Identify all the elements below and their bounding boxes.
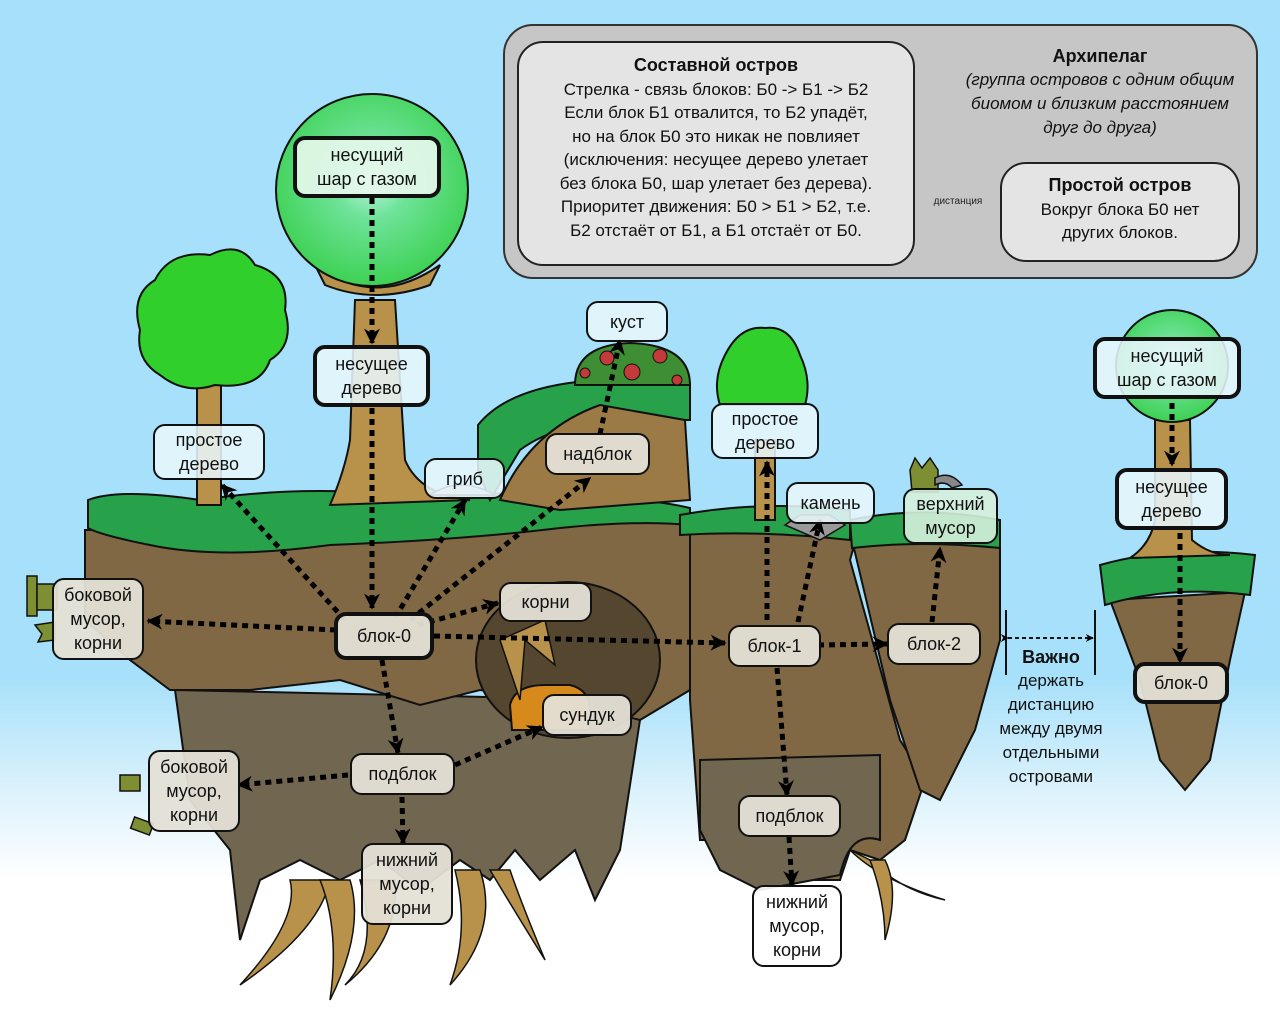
arrow-block1-to-block2: [817, 636, 889, 653]
side-debris-bottom-shape: [119, 774, 155, 837]
arrow-subblock-to-bottom-debris: [394, 796, 411, 845]
label-side-debris-top: боковой мусор, корни: [52, 578, 144, 660]
label-side-debris-bottom: боковой мусор, корни: [148, 750, 240, 832]
label-mushroom: гриб: [424, 458, 505, 499]
arrow-block2-to-top-debris: [929, 546, 947, 623]
arrow-block0-to-block1: [433, 633, 727, 651]
arrow-block0-to-mushroom: [392, 498, 468, 620]
label-gas-balloon: несущий шар с газом: [293, 136, 441, 198]
simple-tree-foliage: [136, 248, 289, 390]
archipelago-description: (группа островов с одним общим биомом и …: [965, 70, 1235, 137]
hanging-roots: [239, 869, 546, 1001]
compound-island-title: Составной остров: [633, 55, 799, 75]
label-chest: сундук: [542, 694, 632, 736]
important-text: держать дистанцию между двумя отдельными…: [999, 671, 1103, 786]
arrow-block0-to-subblock: [379, 659, 404, 755]
compound-island-line: без блока Б0, шар улетает без дерева).: [559, 173, 873, 193]
label-roots: корни: [499, 582, 592, 622]
label-block-2: блок-2: [887, 623, 981, 665]
arrow-subblock2-to-bottom-debris2: [783, 836, 800, 887]
arrow-subblock-to-chest: [453, 724, 544, 768]
deep-soil: [173, 688, 642, 941]
label-sub-block-2: подблок: [738, 795, 841, 837]
archipelago-title: Архипелаг: [1052, 46, 1148, 66]
compound-island-line: Если блок Б1 отвалится, то Б2 упадёт,: [564, 103, 868, 122]
legend-archipelago: Архипелаг (группа островов с одним общим…: [960, 44, 1240, 140]
legend-compound-island: Составной остров Стрелка - связь блоков:…: [517, 41, 915, 266]
legend-simple-island: Простой остров Вокруг блока Б0 нет други…: [1000, 162, 1240, 262]
compound-island-line: Б2 отстаёт от Б1, а Б1 отстаёт от Б0.: [570, 220, 862, 240]
label-bottom-debris-2: нижний мусор, корни: [752, 885, 842, 967]
simple-island-line: других блоков.: [1062, 223, 1178, 242]
compound-island-line: но на блок Б0 это никак не повлияет: [572, 126, 860, 146]
compound-island-line: Стрелка - связь блоков: Б0 -> Б1 -> Б2: [563, 79, 869, 99]
label-block-1: блок-1: [728, 625, 821, 667]
distance-marker-important: [1000, 610, 1096, 675]
arrow-subblock-to-side-debris: [236, 772, 349, 792]
label-simple-block-0: блок-0: [1133, 662, 1229, 704]
simple-island-line: Вокруг блока Б0 нет: [1040, 199, 1200, 219]
label-simple-tree-2: простое дерево: [711, 403, 819, 459]
link-arrows: [146, 198, 1188, 887]
important-note: Важно держать дистанцию между двумя отде…: [983, 645, 1119, 789]
label-stone: камень: [786, 482, 875, 524]
compound-island-line: (исключения: несущее дерево улетает: [563, 150, 869, 169]
label-bush: куст: [586, 301, 668, 342]
simple-island-title: Простой остров: [1048, 175, 1192, 195]
label-simple-tree: простое дерево: [153, 424, 265, 480]
arrow-block0-to-simple-tree: [220, 483, 347, 622]
label-bottom-debris: нижний мусор, корни: [361, 843, 453, 925]
compound-island-line: Приоритет движения: Б0 > Б1 > Б2, т.е.: [560, 197, 872, 216]
label-block-0: блок-0: [334, 612, 434, 660]
top-debris-shape: [909, 456, 939, 493]
arrow-upper-block-to-bush: [597, 338, 625, 435]
label-top-debris: верхний мусор: [903, 488, 998, 544]
label-upper-block: надблок: [545, 433, 650, 475]
arrow-block0-to-side-debris: [146, 613, 337, 633]
label-carrier-tree: несущее дерево: [313, 345, 430, 407]
label-sub-block: подблок: [350, 753, 455, 795]
arrow-block0-to-upper-block: [408, 476, 592, 622]
distance-label: дистанция: [933, 196, 983, 207]
important-title: Важно: [1022, 647, 1080, 667]
label-simple-gas-balloon: несущий шар с газом: [1093, 337, 1241, 399]
label-simple-carrier-tree: несущее дерево: [1115, 468, 1228, 530]
